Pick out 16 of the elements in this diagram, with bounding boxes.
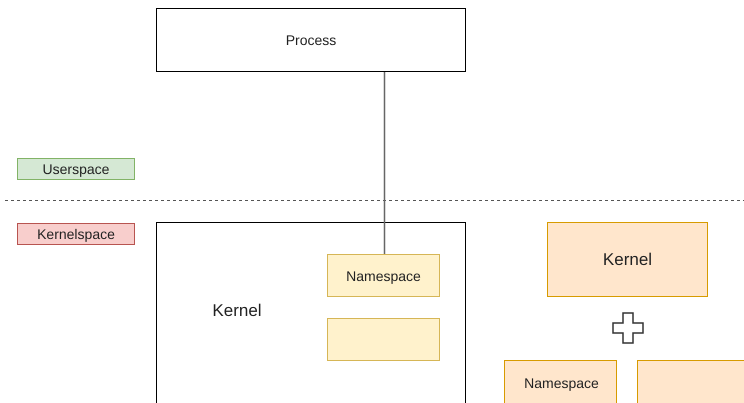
userspace-tag bbox=[17, 158, 135, 180]
process-box bbox=[156, 8, 466, 72]
node-label: Kernel bbox=[602, 250, 652, 270]
node-label: Kernelspace bbox=[37, 226, 115, 242]
node-label: Namespace bbox=[523, 375, 600, 391]
namespace-box bbox=[327, 254, 440, 297]
connector-line bbox=[384, 72, 386, 254]
kernel-box bbox=[156, 222, 466, 403]
node-label: Kernel bbox=[211, 301, 263, 321]
namespace-box bbox=[504, 360, 617, 403]
node-label: Namespace bbox=[346, 268, 421, 284]
node-label: Userspace bbox=[42, 161, 110, 177]
namespace-box bbox=[327, 318, 440, 361]
node-label: Process bbox=[286, 32, 336, 48]
kernelspace-tag bbox=[17, 223, 135, 245]
kernel-box bbox=[547, 222, 708, 297]
